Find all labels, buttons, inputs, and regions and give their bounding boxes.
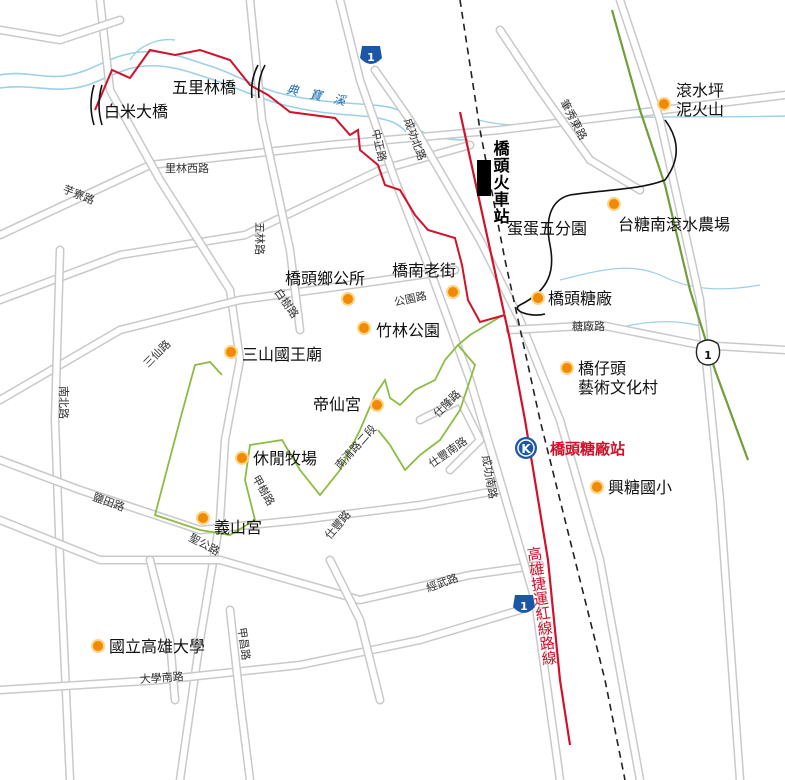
poi-xiangong[interactable]: 橋頭鄉公所 bbox=[285, 269, 365, 306]
road-label-jiashu: 甲樹路 bbox=[249, 473, 277, 508]
poi-marker-icon bbox=[357, 321, 371, 335]
poi-label: 帝仙宮 bbox=[313, 395, 361, 414]
bike-trail bbox=[153, 313, 506, 536]
poi-label: 橋頭糖廠 bbox=[548, 289, 612, 308]
train-station[interactable]: 橋頭火車站 bbox=[477, 139, 510, 225]
poi-label: 白米大橋 bbox=[104, 102, 168, 121]
poi-label: 竹林公園 bbox=[376, 321, 440, 340]
poi-marker-icon bbox=[531, 291, 545, 305]
poi-dixian[interactable]: 帝仙宮 bbox=[313, 395, 384, 414]
poi-label: 橋南老街 bbox=[392, 261, 456, 280]
road-label-lilin: 里林西路 bbox=[165, 161, 209, 175]
poi-label: 國立高雄大學 bbox=[109, 637, 205, 656]
poi-marker-icon bbox=[196, 511, 210, 525]
poi-marker-icon bbox=[590, 480, 604, 494]
poi-label: 蛋蛋五分園 bbox=[507, 219, 587, 238]
poi-tangchang[interactable]: 橋頭糖廠 bbox=[531, 289, 612, 308]
poi-label: 興糖國小 bbox=[608, 478, 672, 497]
mrt-station[interactable]: K 橋頭糖廠站 bbox=[515, 437, 625, 459]
poi-wuli[interactable]: 五里林橋 bbox=[172, 78, 236, 97]
poi-label: 休閒牧場 bbox=[253, 449, 317, 468]
road-label-sanxian: 三仙路 bbox=[141, 338, 174, 371]
bridge-markers bbox=[90, 64, 266, 126]
road-label-tangchangrd: 糖廠路 bbox=[572, 319, 605, 333]
poi-label: 義山宮 bbox=[214, 518, 262, 537]
road-label-gongyuan: 公園路 bbox=[393, 289, 428, 309]
poi-sanshan[interactable]: 三山國王廟 bbox=[224, 345, 322, 364]
poi-xingtang[interactable]: 興糖國小 bbox=[590, 478, 672, 497]
poi-yishu[interactable]: 橋仔頭藝術文化村 bbox=[560, 359, 658, 397]
poi-university[interactable]: 國立高雄大學 bbox=[91, 637, 205, 656]
highway-shield-number: 1 bbox=[367, 51, 375, 64]
poi-marker-icon bbox=[657, 97, 671, 111]
train-station-icon bbox=[477, 160, 491, 196]
green-rail-line bbox=[610, 9, 750, 461]
poi-marker-icon bbox=[341, 292, 355, 306]
poi-marker-icon bbox=[446, 285, 460, 299]
railway-lines bbox=[459, 0, 750, 780]
highway-shield-bottom: 1 bbox=[513, 595, 535, 613]
highway-shield-right: 1 bbox=[695, 339, 721, 366]
road-label-nanqiao: 南清路二段 bbox=[332, 422, 379, 472]
highway-shield-number: 1 bbox=[704, 349, 712, 362]
poi-marker-icon bbox=[370, 398, 384, 412]
train-station-label: 橋頭火車站 bbox=[491, 139, 510, 225]
poi-label: 台糖南滾水農場 bbox=[618, 215, 730, 234]
poi-marker-icon bbox=[560, 361, 574, 375]
poi-yishan[interactable]: 義山宮 bbox=[196, 511, 262, 537]
red-route-path bbox=[94, 48, 506, 324]
poi-markers: 白米大橋五里林橋滾水坪泥火山台糖南滾水農場蛋蛋五分園橋頭鄉公所橋南老街竹林公園橋… bbox=[91, 78, 730, 656]
road-label-nanbei: 南北路 bbox=[57, 386, 70, 419]
poi-marker-icon bbox=[235, 451, 249, 465]
poi-xiuxian[interactable]: 休閒牧場 bbox=[235, 449, 317, 468]
poi-marker-icon bbox=[607, 197, 621, 211]
poi-qiaonan[interactable]: 橋南老街 bbox=[392, 261, 460, 299]
poi-label: 五里林橋 bbox=[172, 78, 236, 97]
highway-shield-top: 1 bbox=[360, 46, 382, 64]
mrt-station-label: 橋頭糖廠站 bbox=[550, 440, 625, 458]
road-label-jiachang: 甲昌路 bbox=[235, 627, 252, 661]
poi-gundong[interactable]: 滾水坪泥火山 bbox=[657, 81, 724, 119]
highway-shield-number: 1 bbox=[520, 600, 528, 613]
road-label-wulin: 五林路 bbox=[253, 222, 267, 255]
poi-taitang[interactable]: 台糖南滾水農場 bbox=[607, 197, 730, 234]
mrt-logo-text: K bbox=[521, 442, 531, 456]
road-label-jingwu: 經武路 bbox=[424, 570, 460, 594]
mrt-logo-ring bbox=[517, 439, 535, 457]
poi-marker-icon bbox=[224, 345, 238, 359]
sugar-rail-branch bbox=[516, 119, 677, 316]
poi-label: 橋仔頭藝術文化村 bbox=[578, 359, 658, 397]
mrt-red-line bbox=[458, 111, 572, 746]
poi-label: 三山國王廟 bbox=[242, 345, 322, 364]
poi-marker-icon bbox=[91, 639, 105, 653]
road-label-daxue: 大學南路 bbox=[139, 669, 184, 686]
poi-label: 滾水坪泥火山 bbox=[676, 81, 724, 119]
poi-dandan[interactable]: 蛋蛋五分園 bbox=[507, 219, 587, 238]
poi-bimi[interactable]: 白米大橋 bbox=[104, 102, 168, 121]
road-label-yantian: 鹽田路 bbox=[91, 490, 127, 514]
highway-shields: 1 1 1 bbox=[360, 46, 721, 613]
river-label: 典 寶 溪 bbox=[285, 82, 349, 109]
poi-label: 橋頭鄉公所 bbox=[285, 269, 365, 288]
poi-zhulin[interactable]: 竹林公園 bbox=[357, 321, 440, 340]
